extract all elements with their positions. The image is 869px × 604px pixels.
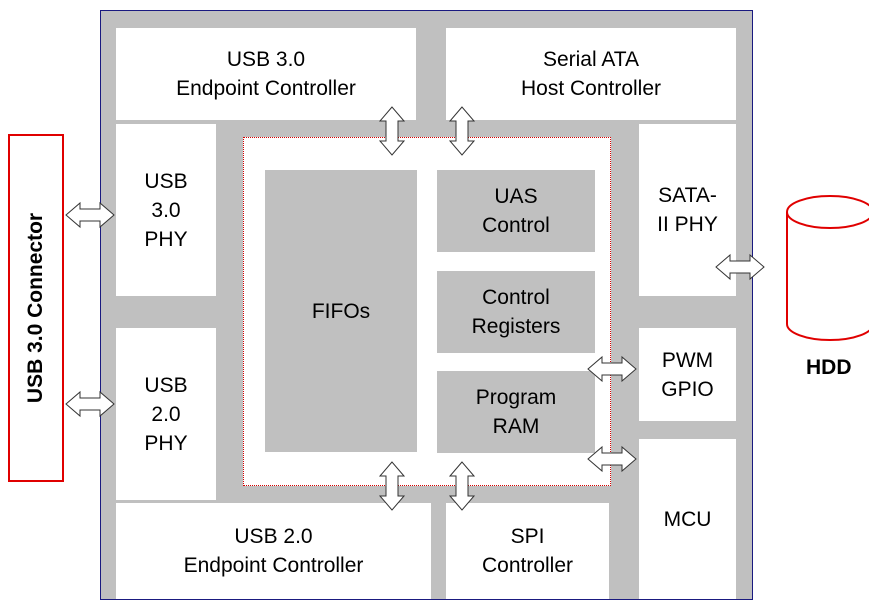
- sata-host-controller: Serial ATA Host Controller: [446, 28, 736, 120]
- usb2-endpoint-controller: USB 2.0 Endpoint Controller: [116, 503, 431, 599]
- mcu-arrow-icon: [587, 446, 637, 472]
- usb3-endpoint-controller: USB 3.0 Endpoint Controller: [116, 28, 416, 120]
- hdd-cylinder-icon: [786, 195, 869, 341]
- usb3-link-arrow-icon: [65, 202, 115, 228]
- uas-control: UAS Control: [437, 170, 595, 252]
- usb2-endpoint-bus-arrow-icon: [379, 461, 405, 511]
- bridge-chip: USB 3.0 Endpoint Controller Serial ATA H…: [100, 10, 753, 600]
- spi-bus-arrow-icon: [449, 461, 475, 511]
- control-registers: Control Registers: [437, 271, 595, 353]
- pwm-gpio-arrow-icon: [587, 356, 637, 382]
- hdd-label: HDD: [806, 356, 852, 379]
- usb3-connector: [8, 134, 64, 482]
- spi-controller: SPI Controller: [446, 503, 609, 599]
- sata-link-arrow-icon: [715, 254, 765, 280]
- pwm-gpio: PWM GPIO: [639, 328, 736, 421]
- usb3-endpoint-bus-arrow-icon: [379, 106, 405, 156]
- usb2-link-arrow-icon: [65, 391, 115, 417]
- program-ram: Program RAM: [437, 371, 595, 453]
- sata-host-bus-arrow-icon: [449, 106, 475, 156]
- usb3-phy: USB 3.0 PHY: [116, 124, 216, 296]
- fifos: FIFOs: [265, 170, 417, 452]
- usb2-phy: USB 2.0 PHY: [116, 328, 216, 500]
- mcu: MCU: [639, 439, 736, 599]
